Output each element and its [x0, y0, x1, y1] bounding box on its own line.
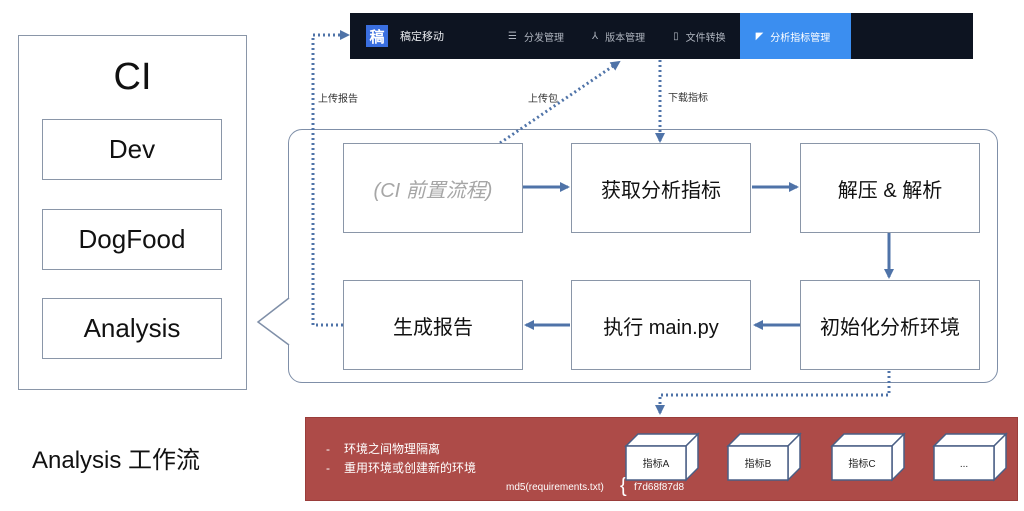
- cube-metric-more[interactable]: ...: [932, 432, 1008, 482]
- branch-icon: ⅄: [591, 30, 599, 42]
- workflow-title: Analysis 工作流: [32, 447, 201, 474]
- ci-title: CI: [113, 56, 152, 98]
- dotted-init-to-env: [655, 371, 891, 415]
- cube-metric-a[interactable]: 指标A: [624, 432, 700, 482]
- cubes-layer: 指标A 指标B 指标C ...: [624, 432, 1008, 482]
- top-navbar: 稿 稿定移动 ☰ 分发管理 ⅄ 版本管理 ▯ 文件转换 ◤ 分析指标管理: [350, 13, 973, 59]
- md5-value: f7d68f87d8: [634, 482, 685, 493]
- step-gen-report[interactable]: 生成报告: [343, 280, 523, 370]
- cube-label: 指标C: [848, 457, 875, 470]
- nav-item-label: 分发管理: [523, 32, 564, 44]
- analysis-flow-container: [288, 129, 998, 383]
- label-upload-package: 上传包: [528, 94, 558, 105]
- nav-item-metrics[interactable]: ◤ 分析指标管理: [739, 13, 851, 59]
- brace-icon: {: [620, 475, 627, 497]
- ci-item-analysis[interactable]: Analysis: [42, 298, 222, 359]
- ci-item-dev[interactable]: Dev: [42, 119, 222, 180]
- logo-icon[interactable]: 稿: [366, 25, 388, 47]
- environment-box: -环境之间物理隔离 -重用环境或创建新的环境 md5(requirements.…: [305, 417, 1018, 501]
- ci-panel: CI Dev DogFood Analysis: [18, 35, 247, 390]
- bullet-item: -环境之间物理隔离: [326, 442, 441, 456]
- environment-bullets: -环境之间物理隔离 -重用环境或创建新的环境: [326, 440, 476, 478]
- cube-label: 指标A: [643, 457, 670, 470]
- bubble-pointer: [256, 297, 290, 346]
- cube-label: ...: [960, 459, 968, 470]
- nav-item-label: 版本管理: [605, 32, 646, 44]
- flag-icon: ◤: [755, 30, 764, 42]
- step-ci-pre[interactable]: (CI 前置流程): [343, 143, 523, 233]
- file-icon: ▯: [673, 30, 679, 42]
- nav-item-label: 文件转换: [685, 32, 726, 44]
- upload-report-arrowhead: [340, 30, 350, 40]
- nav-item-versions[interactable]: ⅄ 版本管理: [578, 13, 659, 59]
- bullet-item: -重用环境或创建新的环境: [326, 461, 477, 475]
- label-download-metrics: 下载指标: [668, 93, 708, 104]
- dotted-upload-report: [311, 33, 346, 327]
- ci-item-dogfood[interactable]: DogFood: [42, 209, 222, 270]
- label-upload-report: 上传报告: [318, 94, 358, 105]
- step-run-main[interactable]: 执行 main.py: [571, 280, 751, 370]
- nav-item-label: 分析指标管理: [770, 32, 831, 44]
- cube-metric-b[interactable]: 指标B: [726, 432, 802, 482]
- md5-label: md5(requirements.txt): [506, 482, 604, 493]
- cube-metric-c[interactable]: 指标C: [830, 432, 906, 482]
- brand-name: 稿定移动: [400, 31, 444, 43]
- list-icon: ☰: [508, 30, 517, 42]
- step-init-env[interactable]: 初始化分析环境: [800, 280, 980, 370]
- cube-label: 指标B: [745, 457, 772, 470]
- nav-item-distribution[interactable]: ☰ 分发管理: [494, 13, 578, 59]
- nav-item-file-convert[interactable]: ▯ 文件转换: [659, 13, 740, 59]
- dotted-upload-package: [499, 60, 621, 145]
- step-unzip-parse[interactable]: 解压 & 解析: [800, 143, 980, 233]
- step-fetch-metrics[interactable]: 获取分析指标: [571, 143, 751, 233]
